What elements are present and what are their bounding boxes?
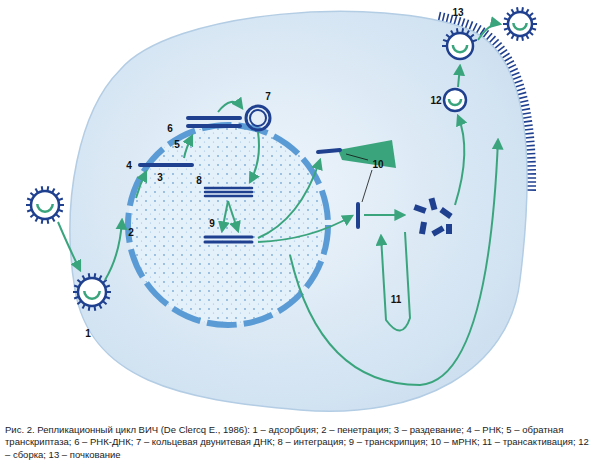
receptor xyxy=(458,17,461,26)
callout-number: 1 xyxy=(85,329,91,339)
receptor xyxy=(527,177,536,179)
figure-caption: Рис. 2. Репликационный цикл ВИЧ (De Cler… xyxy=(5,424,589,461)
callout-number: 9 xyxy=(209,219,215,229)
virion-core xyxy=(37,204,52,212)
receptor xyxy=(500,50,507,55)
receptor xyxy=(495,43,502,49)
receptor xyxy=(522,113,531,115)
receptor xyxy=(439,12,441,21)
receptor xyxy=(442,13,444,22)
callout-number: 10 xyxy=(372,160,383,170)
receptor xyxy=(450,15,452,24)
receptor xyxy=(527,185,536,187)
receptor xyxy=(526,140,535,142)
receptor xyxy=(526,153,535,155)
virion-envelope xyxy=(444,89,466,111)
receptor xyxy=(527,165,536,167)
callout-number: 3 xyxy=(157,173,163,183)
nucleic-acids xyxy=(140,106,358,242)
receptor xyxy=(524,129,533,130)
receptor xyxy=(525,136,534,138)
callout-number: 5 xyxy=(174,140,180,150)
receptor xyxy=(520,105,529,107)
receptor xyxy=(516,88,525,91)
virion-core xyxy=(453,45,467,52)
receptor xyxy=(486,33,492,40)
callout-number: 13 xyxy=(452,8,463,18)
callout-number: 6 xyxy=(167,124,173,134)
receptor xyxy=(524,125,533,126)
viral-proteins xyxy=(413,197,452,236)
receptor xyxy=(519,96,528,98)
virion-envelope xyxy=(508,12,532,36)
nucleus xyxy=(128,125,328,325)
receptor xyxy=(527,169,536,171)
callout-number: 8 xyxy=(196,176,202,186)
receptor xyxy=(462,18,465,27)
receptor xyxy=(525,132,534,135)
virion-core xyxy=(513,23,526,30)
callout-number: 11 xyxy=(391,295,402,305)
receptor xyxy=(527,157,536,159)
receptor xyxy=(526,145,535,147)
receptor xyxy=(513,76,521,79)
leader-lines xyxy=(346,154,372,202)
ribosome xyxy=(338,140,396,168)
receptor xyxy=(527,161,536,163)
receptor xyxy=(527,173,536,175)
receptor xyxy=(502,53,510,58)
receptor xyxy=(508,65,516,69)
callout-number: 2 xyxy=(128,228,134,238)
receptor xyxy=(465,20,468,28)
cell xyxy=(70,11,527,411)
receptor xyxy=(446,14,448,23)
receptor xyxy=(527,181,536,183)
green-arrows xyxy=(58,24,500,385)
receptor xyxy=(504,57,512,62)
receptor xyxy=(527,189,536,191)
receptor xyxy=(492,39,499,45)
callout-number: 12 xyxy=(430,96,441,106)
receptor xyxy=(515,84,524,87)
receptor xyxy=(506,61,514,65)
receptor xyxy=(514,80,522,83)
virion-core xyxy=(84,291,99,299)
callout-number: 4 xyxy=(126,161,132,171)
receptor xyxy=(489,36,495,43)
virion-envelope xyxy=(447,33,473,59)
receptor xyxy=(473,23,477,31)
receptor xyxy=(497,46,504,51)
receptor xyxy=(510,68,518,72)
receptor xyxy=(526,149,535,151)
receptor xyxy=(523,117,532,118)
receptor xyxy=(523,121,532,122)
virion-core xyxy=(449,99,461,105)
receptor xyxy=(518,92,527,94)
receptor xyxy=(520,100,529,102)
receptor xyxy=(476,25,480,33)
virion-envelope xyxy=(78,278,106,306)
receptor xyxy=(511,72,519,75)
virion-envelope xyxy=(31,191,59,219)
receptor xyxy=(469,21,472,29)
callout-number: 7 xyxy=(265,92,271,102)
receptor xyxy=(521,109,530,111)
virions xyxy=(26,7,537,310)
